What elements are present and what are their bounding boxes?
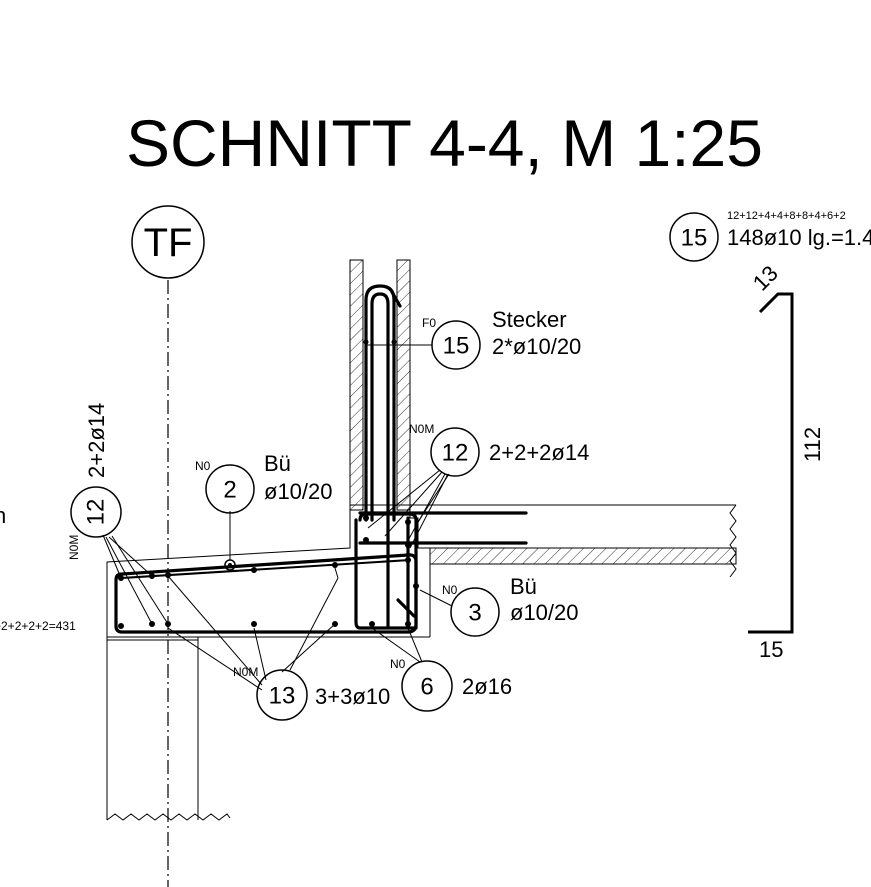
pos12-right-spec: 2+2+2ø14 [489, 440, 589, 465]
pos15-spec: 2*ø10/20 [492, 334, 581, 359]
pos13-spec: 3+3ø10 [315, 684, 390, 709]
bend-hook-label: 13 [748, 261, 783, 296]
left-fragment-formula: +2+2+2+2=431 [0, 619, 76, 633]
pos13-tag: N0M [233, 665, 258, 679]
left-edge-fragments: n +2+2+2+2=431 [0, 503, 76, 633]
callout-pos6: 6 2ø16 N0 [390, 657, 512, 712]
pos12-right-number: 12 [442, 440, 469, 467]
pos15-top-number: 15 [681, 225, 708, 252]
callout-pos12-right: 12 2+2+2ø14 N0M [409, 422, 589, 477]
callout-pos2: 2 Bü ø10/20 N0 [195, 451, 333, 514]
floor-slab [410, 504, 737, 578]
rebar-dots [118, 339, 419, 629]
pos15-number: 15 [443, 333, 470, 360]
pos15-name: Stecker [492, 307, 567, 332]
pos3-name: Bü [510, 574, 537, 599]
left-fragment-n: n [0, 503, 6, 528]
pos6-spec: 2ø16 [462, 674, 512, 699]
pos15-top-formula: 12+12+4+4+8+8+4+6+2 [727, 210, 846, 222]
pos3-number: 3 [468, 600, 481, 627]
callout-pos15: 15 Stecker 2*ø10/20 F0 [422, 307, 581, 370]
pos6-number: 6 [420, 674, 433, 701]
pos2-tag: N0 [195, 459, 211, 473]
callout-pos15-top: 15 12+12+4+4+8+8+4+6+2 148ø10 lg.=1.4 [669, 210, 871, 262]
pos3-tag: N0 [442, 583, 458, 597]
callout-pos12-left: 12 2+2ø14 N0M [67, 403, 122, 560]
pos6-tag: N0 [390, 657, 406, 671]
pos2-number: 2 [223, 477, 236, 504]
pos12-left-number: 12 [83, 499, 110, 526]
callout-pos3: 3 Bü ø10/20 N0 [442, 574, 579, 637]
pos15-tag: F0 [422, 316, 436, 330]
callout-pos13: 13 3+3ø10 N0M [233, 665, 390, 721]
axis-marker-label: TF [144, 221, 193, 265]
beam-outline [106, 504, 431, 821]
pos12-right-tag: N0M [409, 422, 434, 436]
pos2-name: Bü [264, 451, 291, 476]
axis-marker: TF [131, 205, 205, 887]
pos12-left-spec: 2+2ø14 [84, 403, 109, 478]
drawing-title: SCHNITT 4-4, M 1:25 [126, 106, 763, 180]
leader-lines [102, 344, 453, 691]
pos3-spec: ø10/20 [510, 600, 579, 625]
bend-foot-label: 15 [759, 637, 783, 662]
bend-shape: 13 112 15 [748, 261, 825, 662]
wall [349, 259, 411, 511]
pos2-spec: ø10/20 [264, 479, 333, 504]
bend-height-label: 112 [800, 427, 825, 462]
pos13-number: 13 [269, 683, 296, 710]
pos12-left-tag: N0M [67, 535, 81, 560]
pos15-top-text: 148ø10 lg.=1.4 [727, 225, 871, 250]
